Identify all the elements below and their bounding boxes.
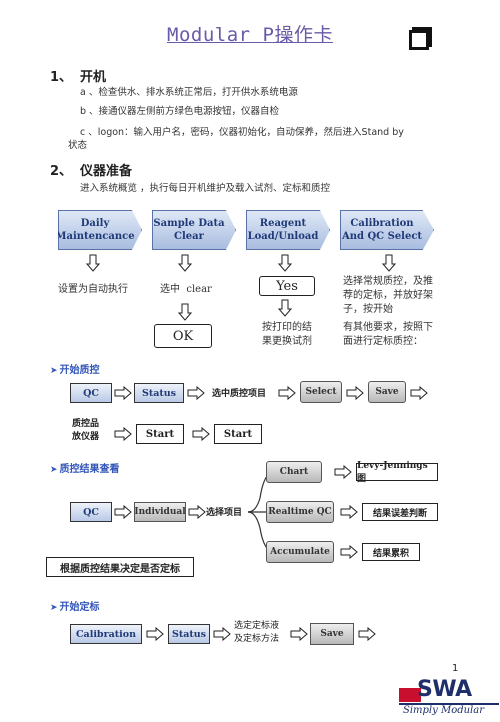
section1-line-c: c 、logon：输入用户名，密码，仪器初始化，自动保养，然后进入Stand b… (80, 127, 404, 138)
start-button-2[interactable]: Start (214, 424, 262, 444)
clear-word: clear (186, 284, 212, 295)
down-arrow-icon (382, 254, 396, 272)
decide-calibration-box: 根据质控结果决定是否定标 (46, 557, 194, 577)
down-arrow-icon (278, 254, 292, 272)
down-arrow-icon (178, 303, 192, 321)
triangle-right-icon: ➤ (50, 366, 58, 376)
start-button-1[interactable]: Start (136, 424, 184, 444)
calib-note-1-line: 选定定标液 (234, 621, 280, 631)
calib-start-heading: ➤开始定标 (50, 598, 100, 613)
logo-red-block (399, 688, 421, 702)
right-arrow-icon (114, 427, 132, 441)
section1-line-a: a 、检查供水、排水系统正常后，打开供水系统电源 (80, 87, 298, 98)
down-arrow-icon (278, 299, 292, 317)
qc-start-heading: ➤开始质控 (50, 361, 100, 376)
triangle-right-icon: ➤ (50, 465, 58, 475)
logo-underline (399, 703, 499, 705)
down-arrow-icon (86, 254, 100, 272)
right-arrow-icon (114, 505, 132, 519)
right-arrow-icon (358, 627, 376, 641)
right-arrow-icon (146, 627, 164, 641)
step-label: Sample Data (153, 218, 225, 229)
logo-swa: SWA (417, 677, 472, 702)
section2-title: 仪器准备 (80, 164, 133, 179)
calib-note-1: 选择常规质控，及推 (343, 276, 433, 287)
section1-line-c-cont: 状态 (68, 140, 88, 151)
step-label: Clear (174, 231, 204, 242)
accumulate-button[interactable]: Accumulate (266, 541, 334, 563)
qc-result-heading-text: 质控结果查看 (59, 464, 120, 475)
calib-note-3: 子，按开始 (343, 304, 393, 315)
yes-box[interactable]: Yes (259, 276, 315, 296)
right-arrow-icon (346, 386, 364, 400)
select-item-label: 选中质控项目 (212, 389, 267, 399)
calib-save-button[interactable]: Save (310, 623, 354, 645)
right-arrow-icon (410, 386, 428, 400)
step-label: Reagent (259, 218, 307, 229)
qc-result-heading: ➤质控结果查看 (50, 460, 120, 475)
qc-start-heading-text: 开始质控 (59, 365, 100, 376)
reagent-note-1: 按打印的结 (262, 322, 312, 333)
reagent-note-2: 果更换试剂 (262, 336, 312, 347)
right-arrow-icon (340, 505, 358, 519)
section2-intro: 进入系统概览 ，执行每日开机维护及载入试剂、定标和质控 (80, 183, 331, 194)
realtime-qc-button[interactable]: Realtime QC (266, 501, 334, 523)
section1-number: 1、 (50, 70, 73, 85)
clear-note: 选中 clear (160, 283, 212, 297)
ok-box[interactable]: OK (154, 324, 212, 348)
section1-title: 开机 (80, 70, 107, 85)
step-label: Daily (80, 218, 110, 229)
qc-button[interactable]: QC (70, 383, 112, 403)
levy-jennings-label: Levy-Jennings 图 (356, 461, 438, 484)
right-arrow-icon (192, 427, 210, 441)
section2-number: 2、 (50, 164, 73, 179)
calibration-button[interactable]: Calibration (70, 624, 142, 644)
place-qc-label-2: 放仪器 (72, 432, 100, 442)
error-judge-label: 结果误差判断 (362, 503, 438, 521)
section1-line-b: b 、接通仪器左侧前方绿色电源按钮，仪器自检 (80, 106, 280, 117)
page-number: 1 (452, 663, 459, 674)
triangle-right-icon: ➤ (50, 603, 58, 613)
square-icon (409, 30, 429, 50)
right-arrow-icon (278, 386, 296, 400)
calib-note-4: 有其他要求，按照下 (343, 322, 433, 333)
step-label: Load/Unload (247, 231, 319, 242)
right-arrow-icon (213, 627, 231, 641)
right-arrow-icon (290, 627, 308, 641)
right-arrow-icon (188, 505, 206, 519)
step-label: Maintencance (55, 231, 135, 242)
chart-button[interactable]: Chart (266, 461, 322, 483)
cumulative-label: 结果累积 (362, 543, 420, 561)
place-qc-label-1: 质控品 (72, 419, 100, 429)
clear-prefix: 选中 (160, 284, 180, 295)
qc-result-select-item: 选择项目 (206, 508, 243, 518)
status-button[interactable]: Status (134, 383, 184, 403)
slogan: Simply Modular (403, 705, 485, 716)
save-button[interactable]: Save (368, 381, 406, 403)
right-arrow-icon (334, 465, 352, 479)
calib-note-2-line: 及定标方法 (234, 634, 280, 644)
qc-result-qc-button[interactable]: QC (70, 502, 112, 522)
calib-status-button[interactable]: Status (168, 624, 210, 644)
step-label: And QC Select (341, 231, 423, 242)
right-arrow-icon (187, 386, 205, 400)
select-button[interactable]: Select (300, 381, 342, 403)
calib-note-5: 面进行定标质控： (343, 336, 423, 347)
right-arrow-icon (340, 545, 358, 559)
daily-note: 设置为自动执行 (58, 284, 128, 295)
step-label: Calibration (350, 218, 414, 229)
individual-button[interactable]: Individual (134, 502, 186, 522)
calib-note-2: 荐的定标，并放好架 (343, 290, 433, 301)
right-arrow-icon (114, 386, 132, 400)
calib-start-heading-text: 开始定标 (59, 602, 100, 613)
page-title: Modular P操作卡 (167, 24, 333, 46)
down-arrow-icon (178, 254, 192, 272)
